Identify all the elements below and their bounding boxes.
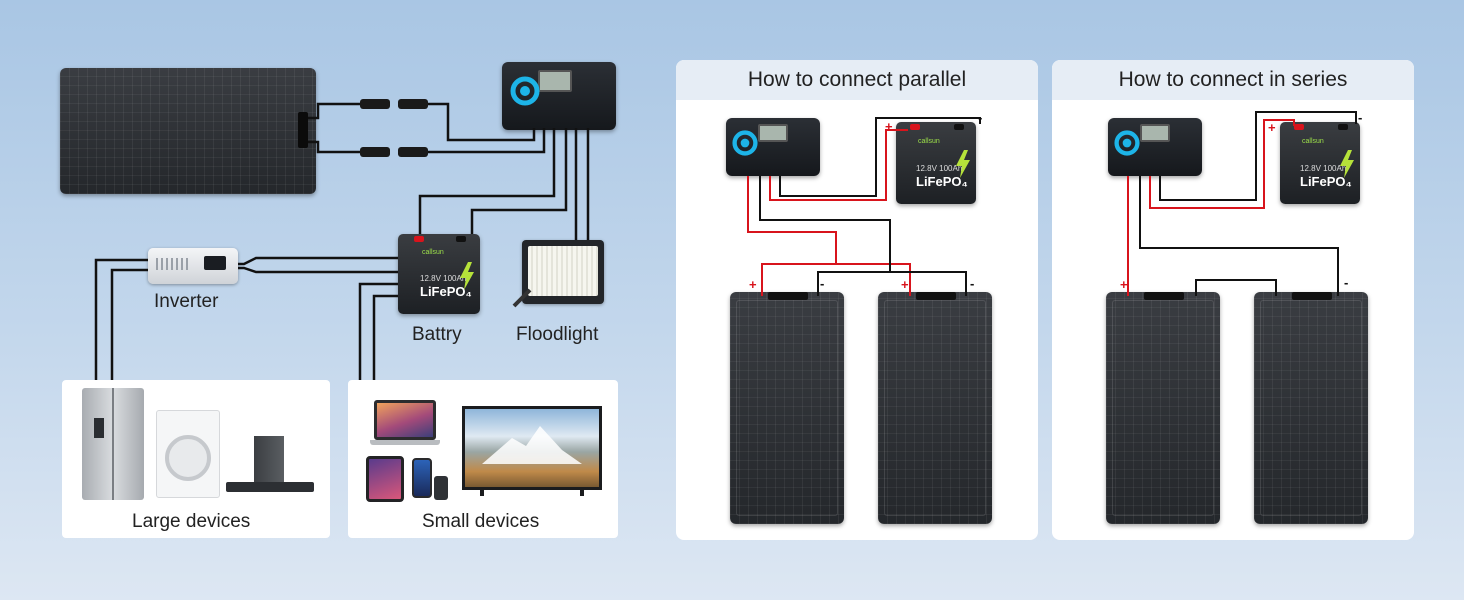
parallel-solar-panel-2-icon <box>878 292 992 524</box>
phone-icon <box>412 458 432 498</box>
battery-chemistry: LiFePO₄ <box>420 284 472 299</box>
washing-machine-icon <box>156 410 220 498</box>
battery-icon: callsun 12.8V 100Ah LiFePO₄ <box>398 234 480 314</box>
tablet-icon <box>366 456 404 502</box>
positive-sign: + <box>885 119 893 134</box>
large-devices-card: Large devices <box>62 380 330 538</box>
small-devices-label: Small devices <box>422 511 540 532</box>
battery-spec: 12.8V 100Ah <box>420 274 467 283</box>
junction-box-icon <box>916 292 956 300</box>
negative-sign: - <box>1344 275 1349 290</box>
parallel-title: How to connect parallel <box>676 60 1038 100</box>
lightning-bolt-icon <box>956 150 970 178</box>
floodlight-stand-icon <box>512 288 532 308</box>
series-solar-panel-1-icon <box>1106 292 1220 524</box>
junction-box-icon <box>298 112 308 148</box>
lightning-bolt-icon <box>460 262 474 290</box>
mc4-connector-icon <box>360 99 428 157</box>
negative-sign: - <box>970 276 975 291</box>
floodlight-label: Floodlight <box>516 324 599 345</box>
junction-box-icon <box>1292 292 1332 300</box>
charge-controller-icon <box>502 62 616 130</box>
battery-brand: callsun <box>1302 138 1324 145</box>
television-icon <box>462 406 602 496</box>
parallel-solar-panel-1-icon <box>730 292 844 524</box>
battery-chemistry: LiFePO₄ <box>1300 174 1352 189</box>
large-devices-label: Large devices <box>132 511 251 532</box>
series-title: How to connect in series <box>1052 60 1414 100</box>
refrigerator-icon <box>82 388 144 500</box>
battery-spec: 12.8V 100Ah <box>916 164 963 173</box>
negative-sign: - <box>1358 110 1363 125</box>
battery-brand: callsun <box>422 249 444 256</box>
series-battery-icon: callsun 12.8V 100Ah LiFePO₄ <box>1280 122 1360 204</box>
lightning-bolt-icon <box>1340 150 1354 178</box>
inverter-icon <box>148 248 238 284</box>
junction-box-icon <box>1144 292 1184 300</box>
parallel-battery-icon: callsun 12.8V 100Ah LiFePO₄ <box>896 122 976 204</box>
small-devices-card: Small devices <box>348 380 618 538</box>
series-controller-icon <box>1108 118 1202 176</box>
range-hood-icon <box>226 436 314 498</box>
positive-sign: + <box>1268 120 1276 135</box>
laptop-icon <box>370 400 440 448</box>
battery-spec: 12.8V 100Ah <box>1300 164 1347 173</box>
positive-sign: + <box>901 277 909 292</box>
positive-sign: + <box>749 277 757 292</box>
series-solar-panel-2-icon <box>1254 292 1368 524</box>
battery-chemistry: LiFePO₄ <box>916 174 968 189</box>
negative-sign: - <box>978 110 983 125</box>
parallel-controller-icon <box>726 118 820 176</box>
power-bank-icon <box>434 476 448 500</box>
solar-panel-icon <box>60 68 316 194</box>
battery-brand: callsun <box>918 138 940 145</box>
floodlight-icon <box>522 240 604 304</box>
inverter-label: Inverter <box>154 291 219 312</box>
negative-sign: - <box>820 276 825 291</box>
junction-box-icon <box>768 292 808 300</box>
positive-sign: + <box>1120 277 1128 292</box>
battery-label: Battry <box>412 324 462 345</box>
